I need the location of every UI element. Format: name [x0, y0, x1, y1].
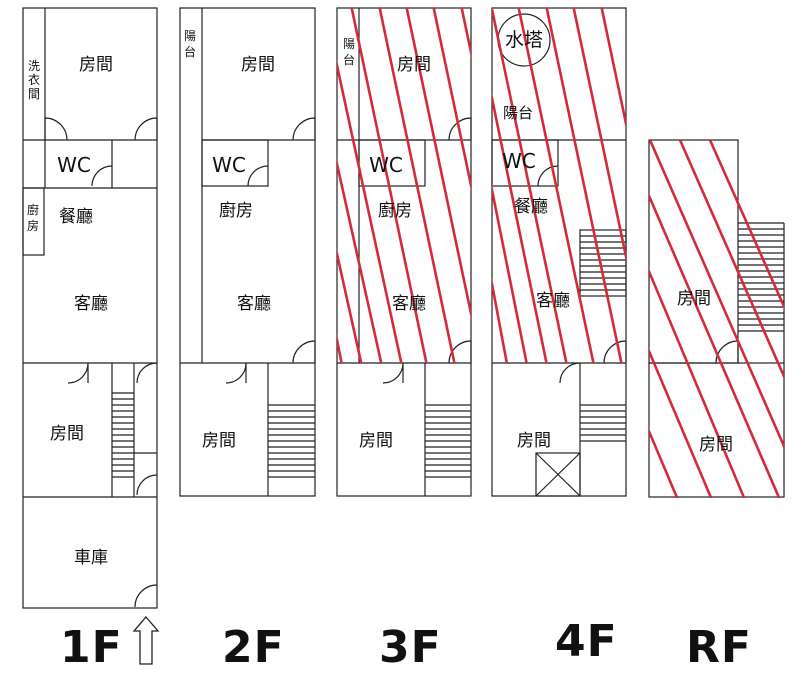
- floor-1f-plan: [22, 7, 158, 609]
- f3-room-bottom-label: 房間: [359, 431, 393, 451]
- f1-living-label: 客廳: [74, 294, 108, 314]
- f2-balcony-char-2: 台: [184, 44, 196, 59]
- f4-dining-label: 餐廳: [514, 197, 548, 217]
- floor-4f-upper-stairs: [580, 235, 626, 291]
- f3-wc-label: WC: [369, 153, 403, 177]
- floor-rf-hatch: [649, 140, 784, 498]
- floor-3f-hatch: [337, 8, 471, 363]
- f2-balcony-char-1: 陽: [184, 29, 196, 43]
- f2-living-label: 客廳: [237, 294, 271, 314]
- rf-room-top-label: 房間: [677, 289, 711, 309]
- f3-balcony-char-1: 陽: [343, 37, 355, 51]
- floor-label-rf: RF: [686, 622, 752, 673]
- f2-room-bottom-label: 房間: [202, 431, 236, 451]
- f1-wc-label: WC: [57, 153, 91, 177]
- void-opening: [535, 452, 581, 497]
- f1-room-top-label: 房間: [79, 55, 113, 75]
- f1-laundry-char-2: 衣: [28, 72, 40, 87]
- floor-4f-hatch: [492, 8, 626, 363]
- f1-room-mid-label: 房間: [50, 424, 84, 444]
- floor-label-1f: 1F: [60, 622, 123, 673]
- f1-dining-label: 餐廳: [59, 207, 93, 227]
- f3-kitchen-label: 廚房: [378, 200, 412, 221]
- f4-balcony-label: 陽台: [503, 104, 533, 122]
- f2-kitchen-label: 廚房: [219, 200, 253, 221]
- f1-laundry-char-1: 洗: [28, 59, 40, 73]
- floor-rf-stairs: [738, 228, 784, 332]
- floor-label-4f: 4F: [555, 616, 618, 667]
- f1-laundry-char-3: 間: [28, 87, 40, 101]
- f3-living-label: 客廳: [392, 294, 426, 314]
- f4-room-bottom-label: 房間: [517, 431, 551, 451]
- f2-wc-label: WC: [212, 153, 246, 177]
- f4-wc-label: WC: [502, 149, 536, 173]
- floor-2f-outline: [179, 7, 316, 497]
- floor-label-2f: 2F: [222, 622, 285, 673]
- f3-balcony-char-2: 台: [343, 52, 355, 67]
- entrance-arrow-icon: [132, 616, 160, 665]
- f1-kitchen-char-1: 廚: [27, 202, 39, 217]
- f1-kitchen-char-2: 房: [27, 218, 39, 233]
- floor-3f-stairs: [425, 404, 471, 478]
- floor-4f-stairs: [580, 404, 626, 442]
- floor-4f-plan: [491, 7, 627, 497]
- f2-room-top-label: 房間: [241, 55, 275, 75]
- floor-2f-stairs: [268, 404, 315, 478]
- f1-garage-label: 車庫: [74, 548, 108, 568]
- floor-1f-stairs: [112, 392, 134, 478]
- f3-room-top-label: 房間: [397, 55, 431, 75]
- f4-water-tower-label: 水塔: [505, 29, 543, 51]
- floor-1f-outline: [22, 7, 158, 609]
- floor-2f-plan: [179, 7, 316, 497]
- floor-label-3f: 3F: [379, 622, 442, 673]
- rf-room-bottom-label: 房間: [699, 435, 733, 455]
- f4-living-label: 客廳: [536, 291, 570, 311]
